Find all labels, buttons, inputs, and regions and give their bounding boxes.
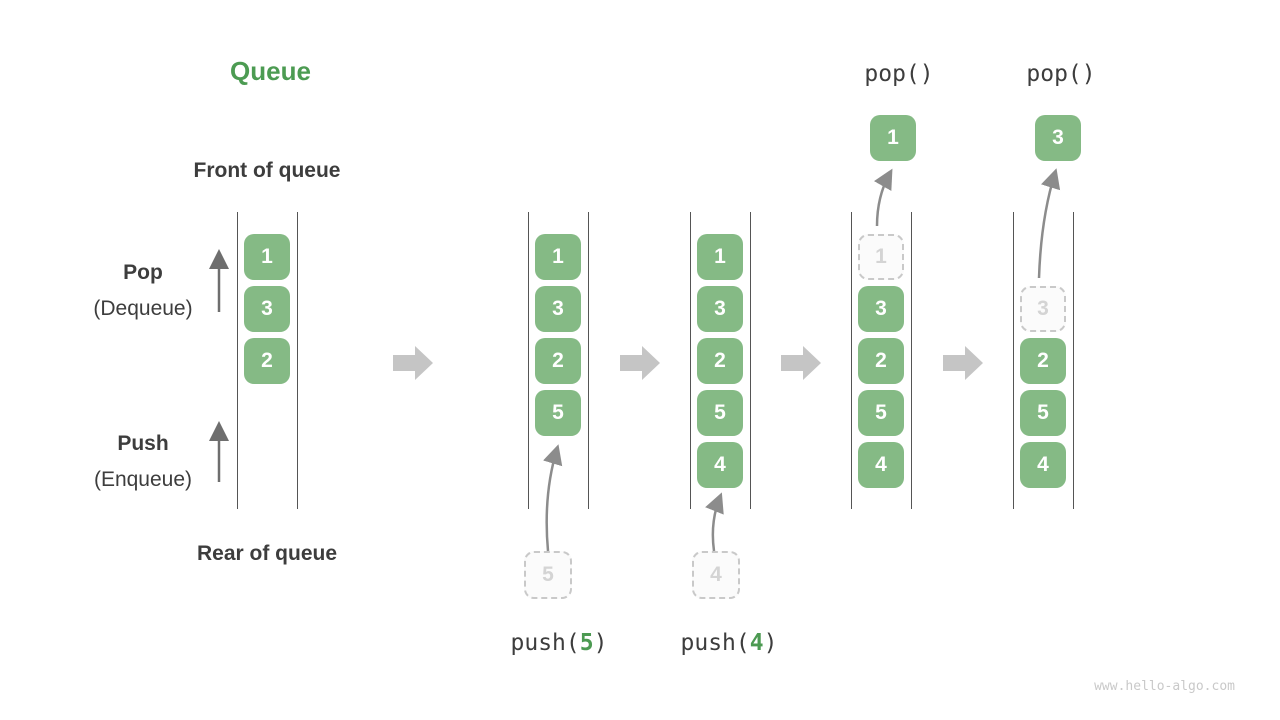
queue-item: 5 <box>697 390 743 436</box>
queue-item-ghost: 3 <box>1020 286 1066 332</box>
queue-item: 2 <box>697 338 743 384</box>
pop-label: Pop <box>123 261 163 284</box>
push-call-close: ) <box>593 630 608 656</box>
dequeue-label: (Dequeue) <box>93 297 193 320</box>
state-transition-arrow-icon <box>393 346 433 380</box>
queue-item: 3 <box>697 286 743 332</box>
push-call-label-2: push(4) <box>649 630 809 656</box>
queue-item: 2 <box>535 338 581 384</box>
queue-column-4: 1 3 2 5 4 <box>851 212 912 509</box>
push-ghost-item-2: 4 <box>692 551 740 599</box>
queue-item: 5 <box>1020 390 1066 436</box>
state-transition-arrow-icon <box>620 346 660 380</box>
state-transition-arrow-icon <box>781 346 821 380</box>
queue-item: 3 <box>244 286 290 332</box>
queue-item: 5 <box>858 390 904 436</box>
queue-item-ghost: 1 <box>858 234 904 280</box>
queue-column-3: 1 3 2 5 4 <box>690 212 751 509</box>
push-call-open: push( <box>510 630 580 656</box>
pop-call-label-2: pop() <box>1026 61 1096 87</box>
push-call-arg: 5 <box>579 630 594 656</box>
queue-column-2: 1 3 2 5 <box>528 212 589 509</box>
diagram-title: Queue <box>230 56 311 86</box>
queue-item: 4 <box>858 442 904 488</box>
queue-item: 3 <box>535 286 581 332</box>
push-call-label-1: push(5) <box>479 630 639 656</box>
pop-call-label-1: pop() <box>864 61 934 87</box>
queue-item: 3 <box>858 286 904 332</box>
state-transition-arrow-icon <box>943 346 983 380</box>
watermark: www.hello-algo.com <box>1094 679 1235 694</box>
queue-item: 1 <box>697 234 743 280</box>
popped-item-2: 3 <box>1035 115 1081 161</box>
push-call-arg: 4 <box>749 630 764 656</box>
enqueue-label: (Enqueue) <box>93 468 193 491</box>
queue-item: 1 <box>535 234 581 280</box>
queue-item: 4 <box>1020 442 1066 488</box>
push-call-open: push( <box>680 630 750 656</box>
queue-item: 4 <box>697 442 743 488</box>
popped-item-1: 1 <box>870 115 916 161</box>
queue-item: 2 <box>858 338 904 384</box>
queue-item: 5 <box>535 390 581 436</box>
queue-item: 2 <box>244 338 290 384</box>
rear-of-queue-label: Rear of queue <box>196 542 338 565</box>
push-label: Push <box>117 432 169 455</box>
queue-column-1: 1 3 2 <box>237 212 298 509</box>
queue-column-5: 3 2 5 4 <box>1013 212 1074 509</box>
front-of-queue-label: Front of queue <box>193 159 341 182</box>
push-call-close: ) <box>763 630 778 656</box>
push-ghost-item-1: 5 <box>524 551 572 599</box>
queue-item: 2 <box>1020 338 1066 384</box>
queue-item: 1 <box>244 234 290 280</box>
